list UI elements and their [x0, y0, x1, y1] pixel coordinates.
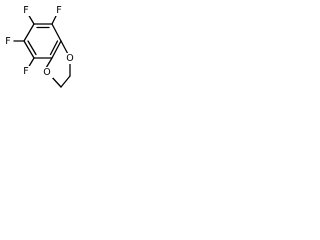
double-bond-inner-right [49, 40, 59, 56]
bond-ch2-ch2 [60, 75, 71, 88]
molecule-structure: F F F F O O [3, 5, 76, 88]
bond-c2-c3 [23, 40, 35, 59]
atom-o-lower: O [43, 67, 50, 78]
atom-f-top-right: F [56, 5, 61, 16]
bond-c4-c5 [51, 40, 62, 59]
atom-f-top-left: F [23, 5, 28, 16]
atom-o-upper: O [66, 53, 73, 64]
bond-c1-c2 [23, 23, 35, 42]
bond-c5-c6 [51, 23, 62, 42]
bond-c4-o-lower [45, 57, 53, 69]
benzene-ring [23, 23, 62, 59]
double-bond-inner-left [27, 40, 37, 56]
atom-f-mid-left: F [5, 36, 10, 47]
atom-f-lower-left: F [23, 66, 28, 77]
atom-labels: F F F F O O [3, 5, 76, 78]
